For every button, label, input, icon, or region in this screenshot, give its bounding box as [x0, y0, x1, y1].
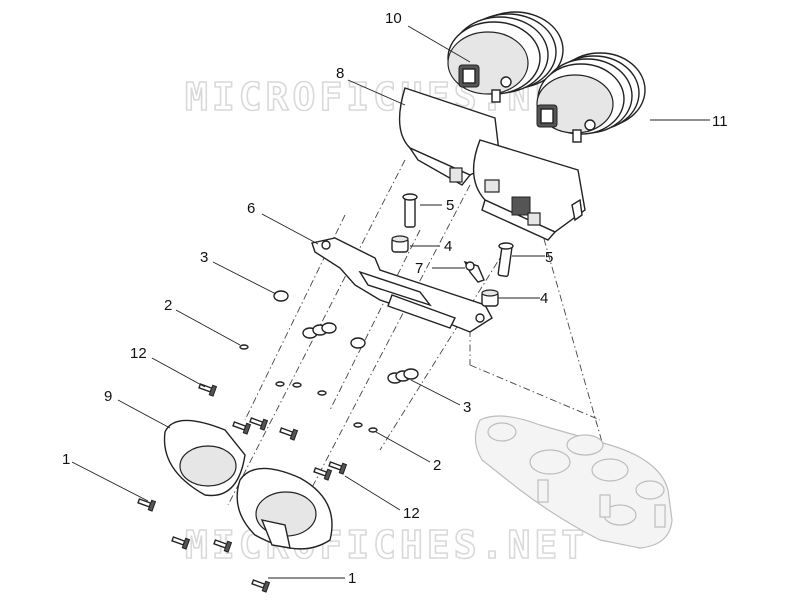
callout-5-lower: 5 — [545, 249, 553, 266]
lower-cover — [163, 419, 333, 550]
callout-4-lower: 4 — [540, 290, 548, 307]
callout-1-left: 1 — [62, 451, 70, 468]
rubber-mounts-right — [387, 368, 419, 384]
callout-1-bottom: 1 — [348, 570, 356, 587]
grommet-lower — [481, 289, 499, 307]
screws-mounting — [198, 383, 348, 481]
callout-6: 6 — [247, 200, 255, 217]
callout-12-right: 12 — [403, 505, 420, 522]
gauge-cup-right — [536, 52, 646, 143]
pin-lower — [497, 242, 514, 277]
callout-4-upper: 4 — [444, 238, 452, 255]
callout-3-left: 3 — [200, 249, 208, 266]
washers — [239, 344, 378, 433]
callout-10: 10 — [385, 10, 402, 27]
callout-labels: 10 11 8 6 5 4 7 5 4 3 2 12 3 2 12 9 1 1 — [62, 10, 728, 587]
callout-3-right: 3 — [463, 399, 471, 416]
callout-5-upper: 5 — [446, 197, 454, 214]
screws-cover — [137, 498, 271, 593]
triple-clamp-ghost — [474, 415, 673, 549]
callout-9: 9 — [104, 388, 112, 405]
callout-2-right: 2 — [433, 457, 441, 474]
grommet-upper — [391, 235, 409, 253]
callout-7: 7 — [415, 260, 423, 277]
callout-11: 11 — [712, 113, 728, 130]
clip-fastener — [463, 260, 485, 283]
callout-2-left: 2 — [164, 297, 172, 314]
callout-12-left: 12 — [130, 345, 147, 362]
callout-8: 8 — [336, 65, 344, 82]
pin-upper — [402, 193, 418, 228]
mounting-bracket — [311, 237, 493, 333]
watermark-lower: MICROFICHES.NET — [185, 523, 588, 567]
gauge-cup-left — [447, 11, 564, 103]
leader-lines — [71, 25, 710, 579]
rubber-mounts-left — [273, 290, 366, 349]
instrument-housing — [398, 87, 586, 241]
